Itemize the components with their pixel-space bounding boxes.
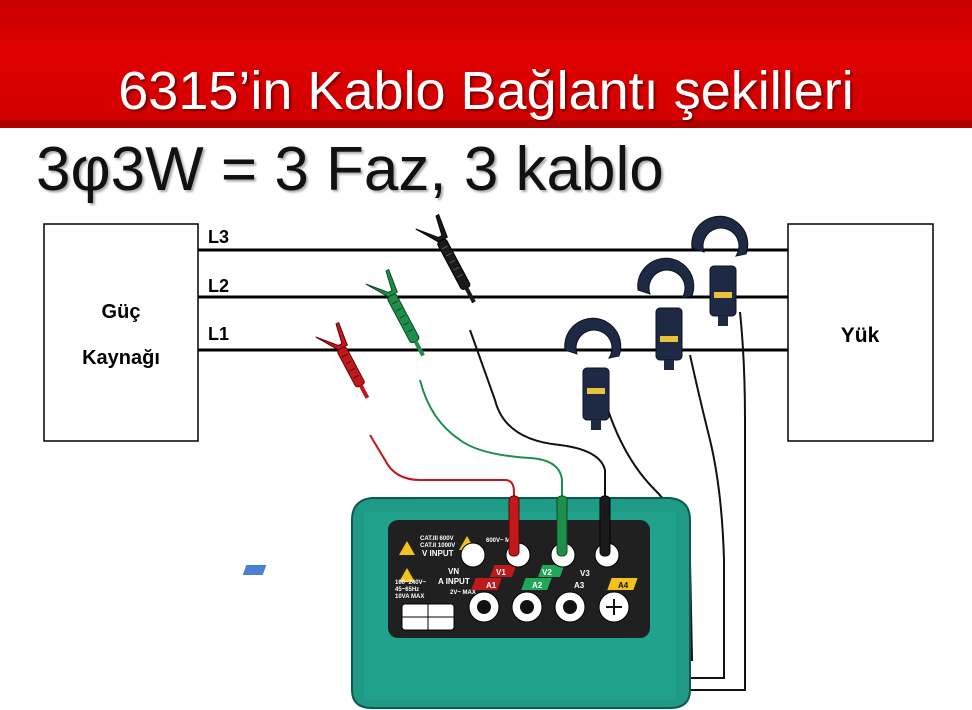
warning-icon	[399, 568, 415, 582]
socket-a1-core	[477, 600, 491, 614]
page-title: 6315’in Kablo Bağlantı şekilleri	[118, 61, 854, 121]
socket-a2-core	[520, 600, 534, 614]
red-lead-wire	[369, 434, 515, 500]
black-plug	[599, 495, 611, 557]
cat-ii-label: CAT.II 1000V	[420, 543, 455, 549]
cat-iii-label: CAT.III 600V	[420, 536, 454, 542]
black-lead-wire	[469, 329, 606, 500]
power-spec-2: 45~65Hz	[395, 587, 419, 593]
a-input-label: A INPUT	[438, 577, 470, 586]
clamp-a2-icon	[637, 257, 695, 370]
clamp-a1-icon	[564, 317, 622, 430]
socket-a4-core	[606, 599, 622, 615]
title-banner	[0, 0, 972, 128]
v2-label: V2	[542, 568, 552, 577]
a4-tag	[607, 578, 638, 590]
v1-tag	[489, 565, 517, 577]
green-plug	[556, 495, 568, 557]
power-spec-1: 100~240V~	[395, 580, 427, 586]
page-subtitle: 3φ3W = 3 Faz, 3 kablo	[36, 135, 664, 204]
clamp-a2-wire	[527, 354, 725, 679]
a2-tag	[521, 578, 552, 590]
power-spec-3: 10VA MAX	[395, 594, 424, 600]
a1-label: A1	[486, 581, 497, 590]
a-max-label: 2V~ MAX	[450, 590, 476, 596]
a2-label: A2	[532, 581, 543, 590]
power-inlet-lines	[402, 604, 454, 630]
v-input-label: V INPUT	[422, 549, 454, 558]
max-v-label: 600V~ MAX	[486, 538, 519, 544]
power-source-box	[43, 223, 199, 442]
a3-label: A3	[574, 581, 585, 590]
vn-tag	[242, 565, 267, 575]
vn-label: VN	[448, 567, 459, 576]
line-label-l2: L2	[208, 276, 229, 296]
power-source-label-2: Kaynağı	[82, 347, 160, 369]
clamp-a3-wire	[569, 311, 746, 691]
red-plug	[508, 495, 520, 557]
v3-label: V3	[580, 569, 590, 578]
a1-tag	[471, 578, 502, 590]
load-box	[787, 223, 934, 442]
green-probe-icon	[365, 268, 425, 357]
line-label-l3: L3	[208, 227, 229, 247]
load-label: Yük	[841, 324, 880, 347]
warning-icon	[399, 541, 415, 555]
v1-label: V1	[496, 568, 506, 577]
line-label-l1: L1	[208, 324, 229, 344]
power-analyzer-device: CAT.III 600V CAT.II 1000V V INPUT 600V~ …	[242, 495, 691, 709]
power-source-label-1: Güç	[102, 301, 141, 323]
v2-tag	[537, 565, 565, 577]
red-probe-icon	[315, 321, 370, 399]
black-probe-icon	[415, 213, 476, 304]
socket-vn	[460, 542, 486, 568]
socket-a3-core	[563, 600, 577, 614]
green-lead-wire	[419, 379, 563, 500]
clamp-a3-icon	[691, 215, 749, 326]
a4-label: A4	[618, 581, 629, 590]
banner-divider	[0, 120, 972, 128]
